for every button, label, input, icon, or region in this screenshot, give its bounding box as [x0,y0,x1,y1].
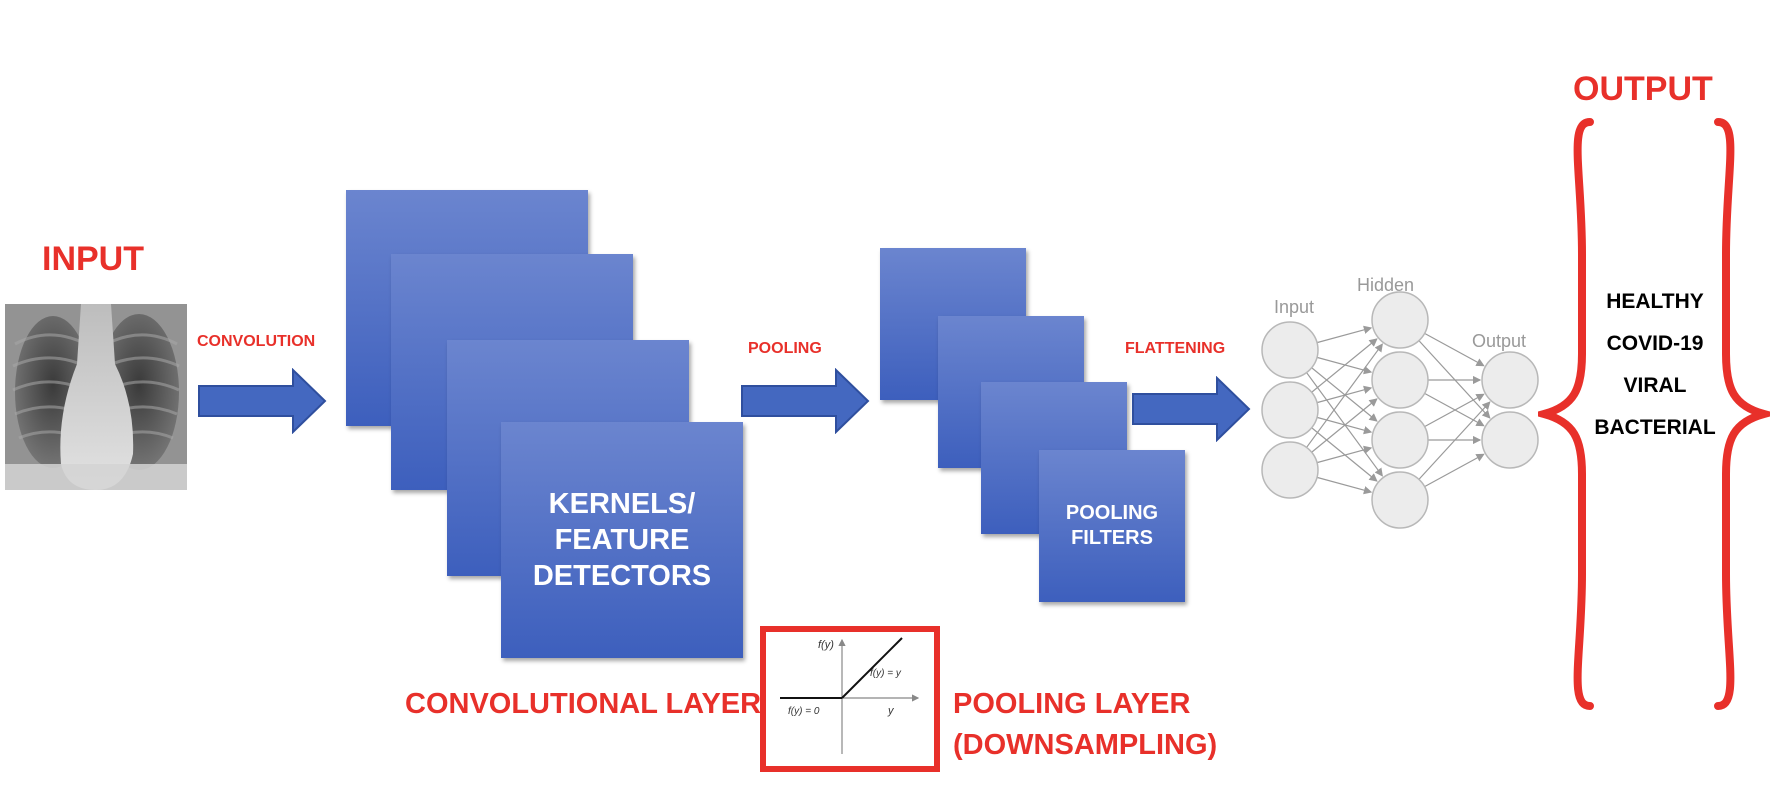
nn-edge-l1-0-0 [1424,332,1485,367]
nn-node-input-1 [1261,381,1319,439]
relu-x-axis-label: y [887,705,895,717]
nn-node-hidden-1 [1371,351,1429,409]
nn-edge-l0-0-2 [1311,367,1378,422]
nn-edge-l0-1-3 [1311,427,1378,482]
relu-right-label: f(y) = y [870,668,902,679]
nn-node-input-2 [1261,441,1319,499]
nn-node-output-0 [1481,351,1539,409]
nn-node-hidden-3 [1371,471,1429,529]
relu-plot-box: f(y) y f(y) = 0 f(y) = y [760,626,940,772]
downsampling-label: (DOWNSAMPLING) [953,729,1218,761]
nn-edge-l0-2-2 [1316,445,1373,464]
nn-edge-l1-2-0 [1424,393,1485,428]
pooling-label: POOLING [748,340,822,357]
nn-edge-l1-0-1 [1418,340,1491,419]
nn-edges [1306,325,1491,495]
class-healthy: HEALTHY [1606,290,1704,313]
output-brace [1538,118,1770,710]
class-viral: VIRAL [1623,374,1687,397]
nn-edge-l0-0-1 [1316,356,1373,375]
output-label: OUTPUT [1573,70,1713,108]
class-covid19: COVID-19 [1606,332,1704,355]
relu-y-axis-label: f(y) [818,639,834,651]
nn-edge-l1-1-1 [1424,392,1485,427]
nn-nodes [1261,291,1539,529]
relu-left-label: f(y) = 0 [788,706,820,717]
output-classes: HEALTHY COVID-19 VIRAL BACTERIAL [1585,290,1725,470]
flattening-label: FLATTENING [1125,340,1226,357]
nn-edge-l1-3-0 [1418,401,1491,480]
xray-illustration [5,304,187,490]
nn-output-label: Output [1472,331,1526,351]
flattening-arrow [1132,376,1251,442]
nn-edge-l0-0-0 [1316,325,1373,344]
convolution-label: CONVOLUTION [197,333,316,350]
nn-edge-l0-1-0 [1311,338,1378,393]
xray-image [5,304,187,490]
nn-input-label: Input [1274,297,1314,317]
nn-edge-l0-2-1 [1311,398,1378,453]
convolutional-layer-label: CONVOLUTIONAL LAYER [405,688,762,720]
feature-map-tile-4 [501,422,743,658]
pooling-layer-label: POOLING LAYER [953,688,1191,720]
neural-network: Input Hidden Output [1261,275,1539,529]
nn-node-input-0 [1261,321,1319,379]
nn-edge-l0-1-1 [1316,385,1373,404]
nn-edge-l1-3-1 [1424,453,1485,488]
class-bacterial: BACTERIAL [1594,416,1716,439]
convolution-arrow [198,368,327,434]
input-label: INPUT [42,240,144,278]
nn-node-output-1 [1481,411,1539,469]
nn-node-hidden-2 [1371,411,1429,469]
nn-edge-l0-2-3 [1316,476,1373,495]
nn-node-hidden-0 [1371,291,1429,349]
nn-edge-l0-1-2 [1316,416,1373,435]
nn-edge-l0-0-3 [1306,372,1383,477]
pooling-filters-text: POOLING FILTERS [1065,502,1159,549]
nn-hidden-label: Hidden [1357,275,1414,295]
kernels-text: KERNELS/ FEATURE DETECTORS [532,487,712,593]
relu-plot: f(y) y f(y) = 0 f(y) = y [780,637,920,754]
nn-edge-l0-2-0 [1306,343,1383,448]
pooled-map-tile-4 [1039,450,1185,602]
pooling-arrow [741,368,870,434]
